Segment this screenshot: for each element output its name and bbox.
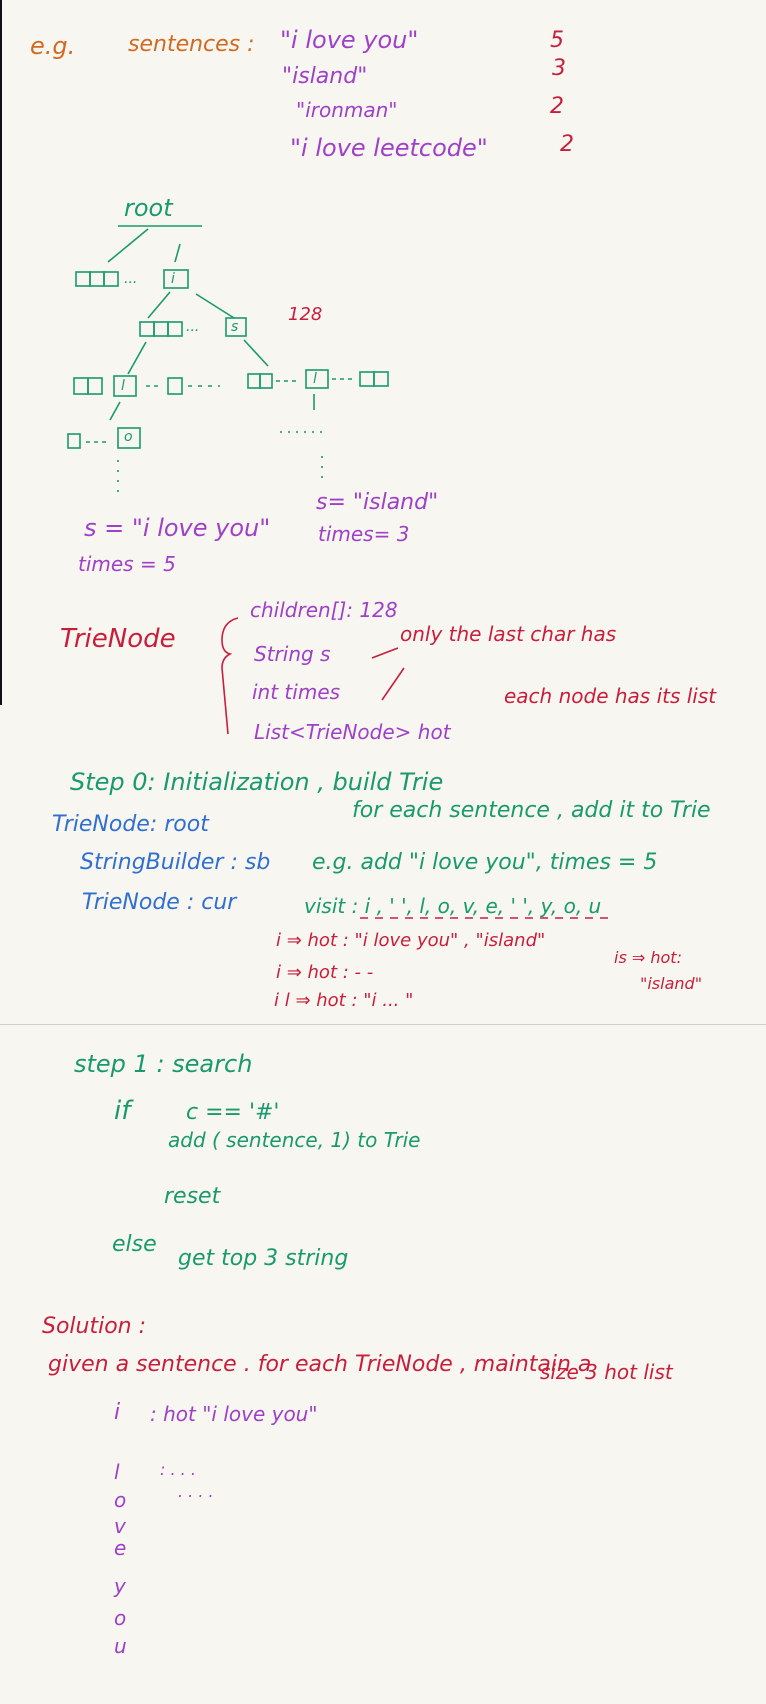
tree-node-i: i: [171, 271, 175, 287]
sentence-2-times: 3: [552, 56, 566, 81]
trienode-field-times: int times: [252, 680, 341, 704]
section-divider: [0, 1024, 766, 1025]
box-l2-b: [153, 321, 169, 337]
trienode-brace: [221, 617, 239, 735]
sentence-1-times: 5: [550, 28, 564, 53]
solution-dots-1: : . . .: [160, 1460, 196, 1479]
tree-dots-a: ...: [124, 271, 138, 287]
box-node-l2: [305, 369, 329, 389]
sentence-1: "i love you": [280, 26, 419, 54]
box-l3-d: [247, 373, 261, 389]
box-node-i: [163, 269, 189, 289]
eg-label: e.g.: [30, 32, 76, 60]
solution-line-2: size 3 hot list: [540, 1360, 673, 1384]
box-l3-g: [373, 371, 389, 387]
step0-for-each: for each sentence , add it to Trie: [352, 798, 711, 823]
solution-dots-2: . . . .: [178, 1482, 214, 1501]
trienode-note-list: each node has its list: [504, 684, 717, 708]
box-l3-c: [167, 377, 183, 395]
step0-var-cur: TrieNode : cur: [82, 890, 237, 915]
arrow-s-note: [371, 647, 399, 659]
step0-hot-line-1: i ⇒ hot : "i love you" , "island": [276, 930, 546, 951]
solution-title: Solution :: [42, 1314, 147, 1339]
edge-l2-l: [127, 341, 147, 375]
step1-title: step 1 : search: [74, 1050, 253, 1078]
tree-root-label: root: [124, 194, 173, 222]
step0-is-hot-val: "island": [640, 974, 703, 993]
tree-node-l: l: [121, 378, 125, 394]
solution-char-l: l: [114, 1460, 120, 1484]
step1-if: if: [114, 1096, 131, 1126]
step0-visit: visit : i , ' ', l, o, v, e, ' ', y, o, …: [304, 894, 602, 918]
step0-hot-line-3: i l ⇒ hot : "i ... ": [274, 990, 414, 1011]
sentence-2: "island": [282, 64, 368, 89]
tree-s-island: s= "island": [316, 490, 439, 515]
box-l2-a: [139, 321, 155, 337]
solution-char-e: e: [114, 1536, 127, 1560]
solution-char-y: y: [114, 1574, 126, 1598]
box-l4-a: [67, 433, 81, 449]
page-edge-line: [0, 0, 2, 705]
box-node-l: [113, 375, 137, 397]
tree-dots-b: ...: [186, 319, 200, 335]
step0-var-root: TrieNode: root: [52, 812, 209, 837]
trienode-field-hot: List<TrieNode> hot: [254, 720, 451, 744]
step1-get: get top 3 string: [178, 1246, 349, 1271]
solution-char-o2: o: [114, 1606, 127, 1630]
box-l1-a: [75, 271, 91, 287]
edge-root-i: [174, 243, 181, 263]
solution-first-char: i: [114, 1400, 121, 1425]
sentence-4: "i love leetcode": [290, 134, 488, 162]
sentence-4-times: 2: [560, 132, 574, 157]
sentences-label: sentences :: [128, 32, 255, 57]
step0-eg-add: e.g. add "i love you", times = 5: [312, 850, 658, 875]
solution-char-v: v: [114, 1514, 126, 1538]
tree-node-l2: l: [313, 371, 317, 387]
trienode-field-string: String s: [254, 642, 331, 666]
step0-hot-line-2: i ⇒ hot : - -: [276, 962, 374, 983]
sentence-3: "ironman": [296, 98, 398, 122]
edge-s-l: [243, 339, 269, 367]
step1-reset: reset: [164, 1184, 221, 1209]
solution-char-u: u: [114, 1634, 127, 1658]
tree-times-island: times= 3: [318, 522, 410, 546]
box-l1-c: [103, 271, 119, 287]
tree-node-s: s: [231, 319, 239, 335]
step0-is-hot: is ⇒ hot:: [614, 948, 682, 967]
trienode-title: TrieNode: [60, 624, 176, 654]
solution-line-1: given a sentence . for each TrieNode , m…: [48, 1352, 592, 1377]
box-l3-e: [259, 373, 273, 389]
tree-size-label: 128: [288, 304, 323, 325]
box-l3-b: [87, 377, 103, 395]
edge-root-left: [107, 228, 149, 263]
edge-l-o: [109, 401, 121, 421]
arrow-times-note: [381, 667, 405, 701]
trienode-field-children: children[]: 128: [250, 598, 398, 622]
box-l2-c: [167, 321, 183, 337]
box-l3-a: [73, 377, 89, 395]
tree-times-love: times = 5: [78, 552, 176, 576]
tree-node-o: o: [124, 429, 133, 445]
step1-else: else: [112, 1232, 157, 1257]
step1-add: add ( sentence, 1) to Trie: [168, 1128, 421, 1152]
step1-cond: c == '#': [186, 1100, 280, 1125]
box-l1-b: [89, 271, 105, 287]
edge-i-left: [147, 291, 171, 319]
tree-s-love: s = "i love you": [84, 514, 271, 542]
edge-i-s: [195, 293, 235, 319]
box-l3-f: [359, 371, 375, 387]
step0-var-sb: StringBuilder : sb: [80, 850, 271, 875]
solution-hot: : hot "i love you": [150, 1402, 318, 1426]
sentence-3-times: 2: [550, 94, 564, 119]
trienode-note-last-char: only the last char has: [400, 622, 617, 646]
step0-title: Step 0: Initialization , build Trie: [70, 768, 444, 796]
solution-char-o: o: [114, 1488, 127, 1512]
